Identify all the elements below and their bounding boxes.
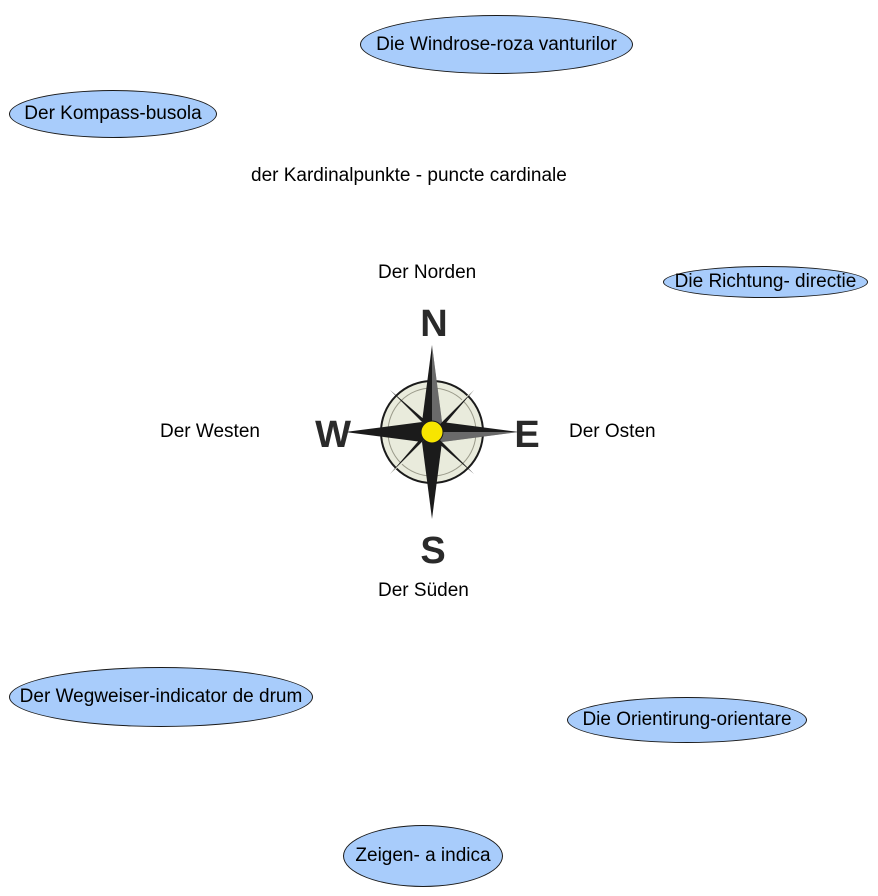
- vocab-label: Die Orientirung-orientare: [582, 709, 792, 730]
- vocab-label: Der Wegweiser-indicator de drum: [19, 686, 303, 707]
- compass-point-north: [422, 345, 442, 432]
- direction-south-label: Der Süden: [378, 580, 469, 601]
- compass-point-east: [432, 422, 519, 442]
- compass-letter-west: W: [315, 414, 351, 456]
- vocab-label: Der Kompass-busola: [24, 103, 202, 124]
- vocab-bubble-kompass: Der Kompass-busola: [9, 90, 217, 138]
- vocab-bubble-richtung: Die Richtung- directie: [663, 266, 868, 298]
- vocab-bubble-orientirung: Die Orientirung-orientare: [567, 697, 807, 743]
- compass-point-east-half: [432, 432, 519, 442]
- direction-east-label: Der Osten: [569, 421, 656, 442]
- direction-north-label: Der Norden: [378, 262, 477, 283]
- vocab-bubble-windrose: Die Windrose-roza vanturilor: [360, 15, 633, 74]
- compass-letter-south: S: [420, 530, 445, 572]
- compass-point-south: [422, 432, 442, 519]
- compass-center: [420, 420, 444, 444]
- compass-letter-east: E: [514, 414, 539, 456]
- diagram-title: der Kardinalpunkte - puncte cardinale: [251, 165, 567, 186]
- vocab-label: Die Windrose-roza vanturilor: [376, 33, 617, 55]
- compass-point-north-half: [432, 345, 442, 432]
- direction-west-label: Der Westen: [160, 421, 260, 442]
- vocab-bubble-wegweiser: Der Wegweiser-indicator de drum: [9, 667, 313, 727]
- compass-rose-icon: N S W E: [315, 303, 540, 572]
- vocab-bubble-zeigen: Zeigen- a indica: [343, 825, 503, 887]
- vocab-label: Die Richtung- directie: [674, 271, 857, 292]
- vocab-label: Zeigen- a indica: [355, 845, 491, 866]
- compass-letter-north: N: [420, 303, 447, 345]
- compass-point-west: [345, 422, 432, 442]
